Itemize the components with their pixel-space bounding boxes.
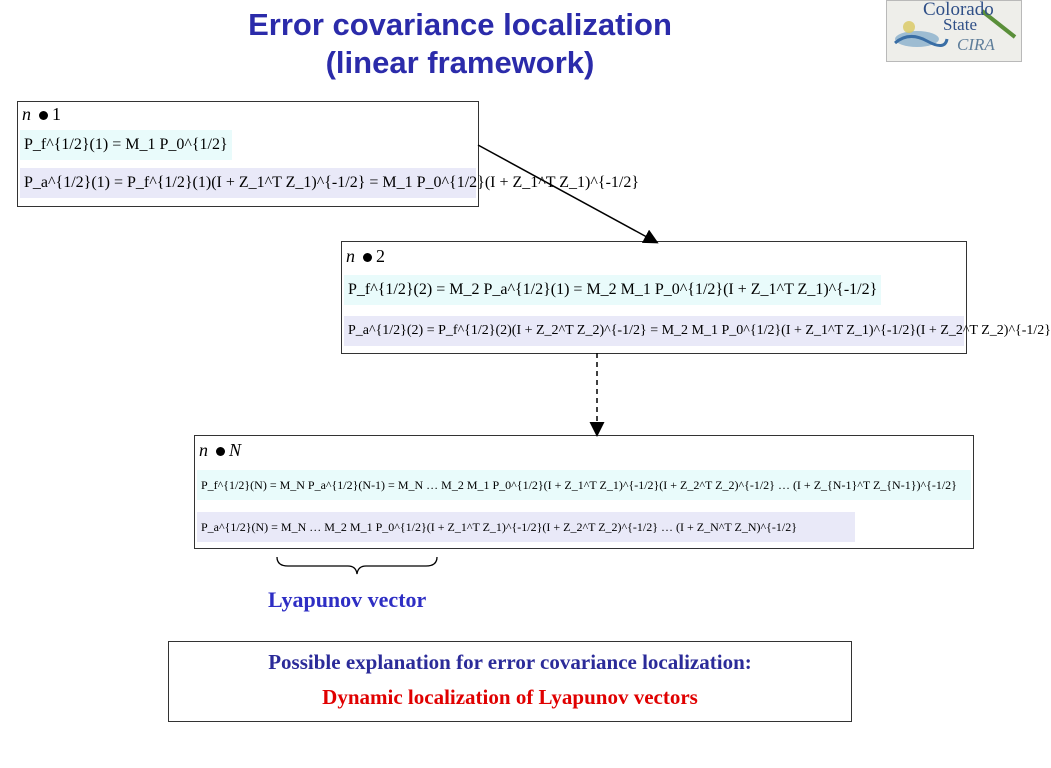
stage-2-forecast-equation: P_f^{1/2}(2) = M_2 P_a^{1/2}(1) = M_2 M_… bbox=[344, 275, 882, 305]
slide-title-line1: Error covariance localization bbox=[248, 7, 672, 42]
stage-2-step-var: n bbox=[346, 246, 355, 266]
stage-1-step-index: 1 bbox=[52, 104, 61, 124]
arrow-stage1-to-stage2 bbox=[477, 144, 659, 244]
logo-text-cira: CIRA bbox=[957, 35, 995, 54]
logo-text-state: State bbox=[943, 15, 977, 34]
diagram-connectors bbox=[276, 144, 659, 575]
csu-cira-logo: Colorado State CIRA bbox=[886, 0, 1022, 62]
stage-1-forecast-equation: P_f^{1/2}(1) = M_1 P_0^{1/2} bbox=[20, 130, 232, 160]
lyapunov-vector-label: Lyapunov vector bbox=[268, 587, 427, 612]
stage-n-forecast-equation: P_f^{1/2}(N) = M_N P_a^{1/2}(N-1) = M_N … bbox=[197, 470, 971, 500]
stage-2-analysis-equation: P_a^{1/2}(2) = P_f^{1/2}(2)(I + Z_2^T Z_… bbox=[344, 316, 1051, 346]
explanation-box: Possible explanation for error covarianc… bbox=[168, 641, 852, 722]
equals-dot-icon bbox=[363, 252, 372, 262]
stage-n-analysis-equation: P_a^{1/2}(N) = M_N … M_2 M_1 P_0^{1/2}(I… bbox=[197, 512, 855, 542]
logo-graphic-icon bbox=[894, 9, 1017, 47]
equals-dot-icon bbox=[39, 110, 48, 120]
explanation-line1: Possible explanation for error covarianc… bbox=[268, 650, 752, 674]
slide-title-line2: (linear framework) bbox=[325, 45, 595, 80]
stage-n-step-index: N bbox=[229, 440, 242, 460]
explanation-line2: Dynamic localization of Lyapunov vectors bbox=[322, 685, 698, 709]
logo-text-colorado: Colorado bbox=[923, 0, 994, 20]
equals-dot-icon bbox=[216, 446, 225, 456]
stage-n-step-var: n bbox=[199, 440, 208, 460]
stage-2-step-index: 2 bbox=[376, 246, 385, 266]
lyapunov-brace bbox=[276, 556, 438, 575]
slide-title: Error covariance localization (linear fr… bbox=[140, 6, 780, 82]
stage-1-step-var: n bbox=[22, 104, 31, 124]
